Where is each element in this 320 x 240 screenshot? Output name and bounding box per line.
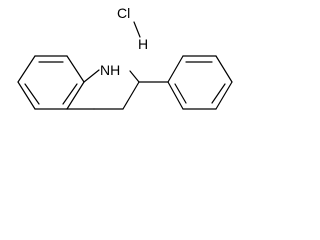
- structure-diagram: Cl H NH: [17, 5, 233, 110]
- double-bond-inner: [24, 83, 40, 105]
- double-bond-inner: [62, 83, 78, 105]
- cl-label: Cl: [117, 5, 130, 21]
- bond: [17, 81, 36, 110]
- bond: [17, 55, 36, 83]
- nh-label: NH: [100, 62, 120, 78]
- hcl-bond: [133, 21, 141, 38]
- bond: [66, 81, 85, 110]
- tetrahydro-ring: NH: [66, 62, 140, 110]
- phenyl-ring: [138, 55, 233, 110]
- bond: [167, 81, 184, 110]
- bond-c8a-n: [83, 69, 100, 83]
- bond-c2-c3: [122, 81, 140, 110]
- bond: [215, 55, 233, 83]
- bond: [66, 55, 85, 83]
- bond: [167, 55, 184, 83]
- double-bond-inner: [174, 83, 187, 104]
- h-label: H: [138, 36, 148, 52]
- hcl-fragment: Cl H: [117, 5, 148, 52]
- benzo-ring: [17, 55, 85, 110]
- bond: [215, 81, 233, 110]
- double-bond-inner: [211, 83, 226, 104]
- bond-n-c2: [129, 70, 140, 83]
